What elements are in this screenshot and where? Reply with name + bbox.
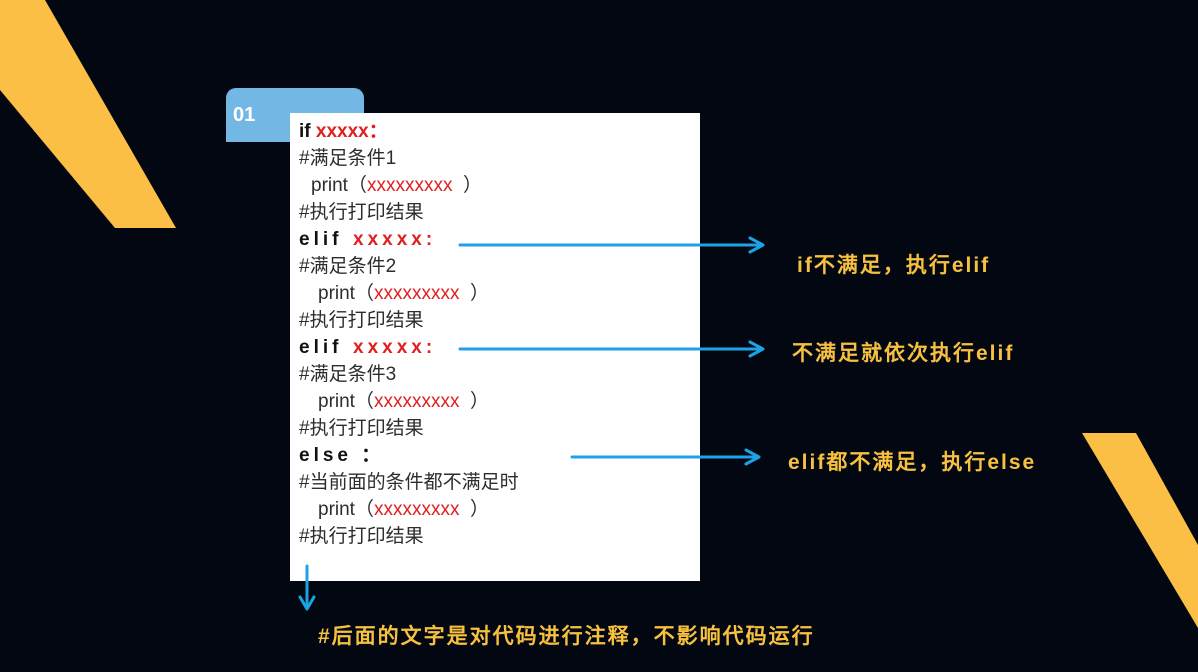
else-keyword: else ： bbox=[299, 445, 385, 466]
code-result-4: #执行打印结果 bbox=[299, 526, 424, 547]
print-close: ） bbox=[463, 175, 483, 196]
code-print-3: print（xxxxxxxxx ） bbox=[299, 388, 489, 415]
annotation-elif-next: 不满足就依次执行elif bbox=[792, 342, 1015, 365]
elif-keyword: elif bbox=[299, 337, 343, 358]
print-argument: xxxxxxxxx bbox=[373, 391, 460, 412]
print-function: print（ bbox=[318, 499, 374, 520]
section-tab-label: 01 bbox=[233, 104, 256, 126]
code-comment-4: #当前面的条件都不满足时 bbox=[299, 472, 519, 493]
arrow-elif-1 bbox=[458, 236, 765, 254]
code-comment-3: #满足条件3 bbox=[299, 364, 397, 385]
elif-keyword: elif bbox=[299, 229, 343, 250]
print-close: ） bbox=[470, 283, 490, 304]
arrow-down-comment bbox=[298, 564, 316, 611]
code-line-else: else ： bbox=[299, 442, 384, 469]
top-left-stripe bbox=[0, 0, 176, 228]
if-keyword: if bbox=[299, 121, 311, 142]
code-card bbox=[290, 113, 700, 581]
if-condition: xxxxx： bbox=[315, 121, 388, 142]
code-comment-2: #满足条件2 bbox=[299, 256, 397, 277]
code-line-elif-2: elif xxxxx: bbox=[299, 334, 436, 361]
print-close: ） bbox=[470, 391, 490, 412]
print-function: print（ bbox=[311, 175, 367, 196]
code-print-1: print（xxxxxxxxx ） bbox=[299, 172, 482, 199]
arrow-else bbox=[570, 448, 761, 466]
code-print-2: print（xxxxxxxxx ） bbox=[299, 280, 489, 307]
code-result-3: #执行打印结果 bbox=[299, 418, 424, 439]
code-print-4: print（xxxxxxxxx ） bbox=[299, 496, 489, 523]
annotation-else: elif都不满足，执行else bbox=[788, 451, 1037, 474]
print-function: print（ bbox=[318, 283, 374, 304]
code-line-if: if xxxxx： bbox=[299, 118, 388, 145]
print-close: ） bbox=[470, 499, 490, 520]
code-result-2: #执行打印结果 bbox=[299, 310, 424, 331]
elif-condition: xxxxx: bbox=[353, 229, 437, 250]
arrow-elif-2 bbox=[458, 340, 765, 358]
print-function: print（ bbox=[318, 391, 374, 412]
print-argument: xxxxxxxxx bbox=[373, 499, 460, 520]
annotation-comment: #后面的文字是对代码进行注释，不影响代码运行 bbox=[318, 625, 815, 648]
elif-condition: xxxxx: bbox=[353, 337, 437, 358]
code-line-elif-1: elif xxxxx: bbox=[299, 226, 436, 253]
code-comment-1: #满足条件1 bbox=[299, 148, 397, 169]
bottom-right-stripe bbox=[1082, 433, 1198, 628]
print-argument: xxxxxxxxx bbox=[366, 175, 453, 196]
annotation-elif: if不满足，执行elif bbox=[797, 254, 991, 277]
print-argument: xxxxxxxxx bbox=[373, 283, 460, 304]
code-result-1: #执行打印结果 bbox=[299, 202, 424, 223]
